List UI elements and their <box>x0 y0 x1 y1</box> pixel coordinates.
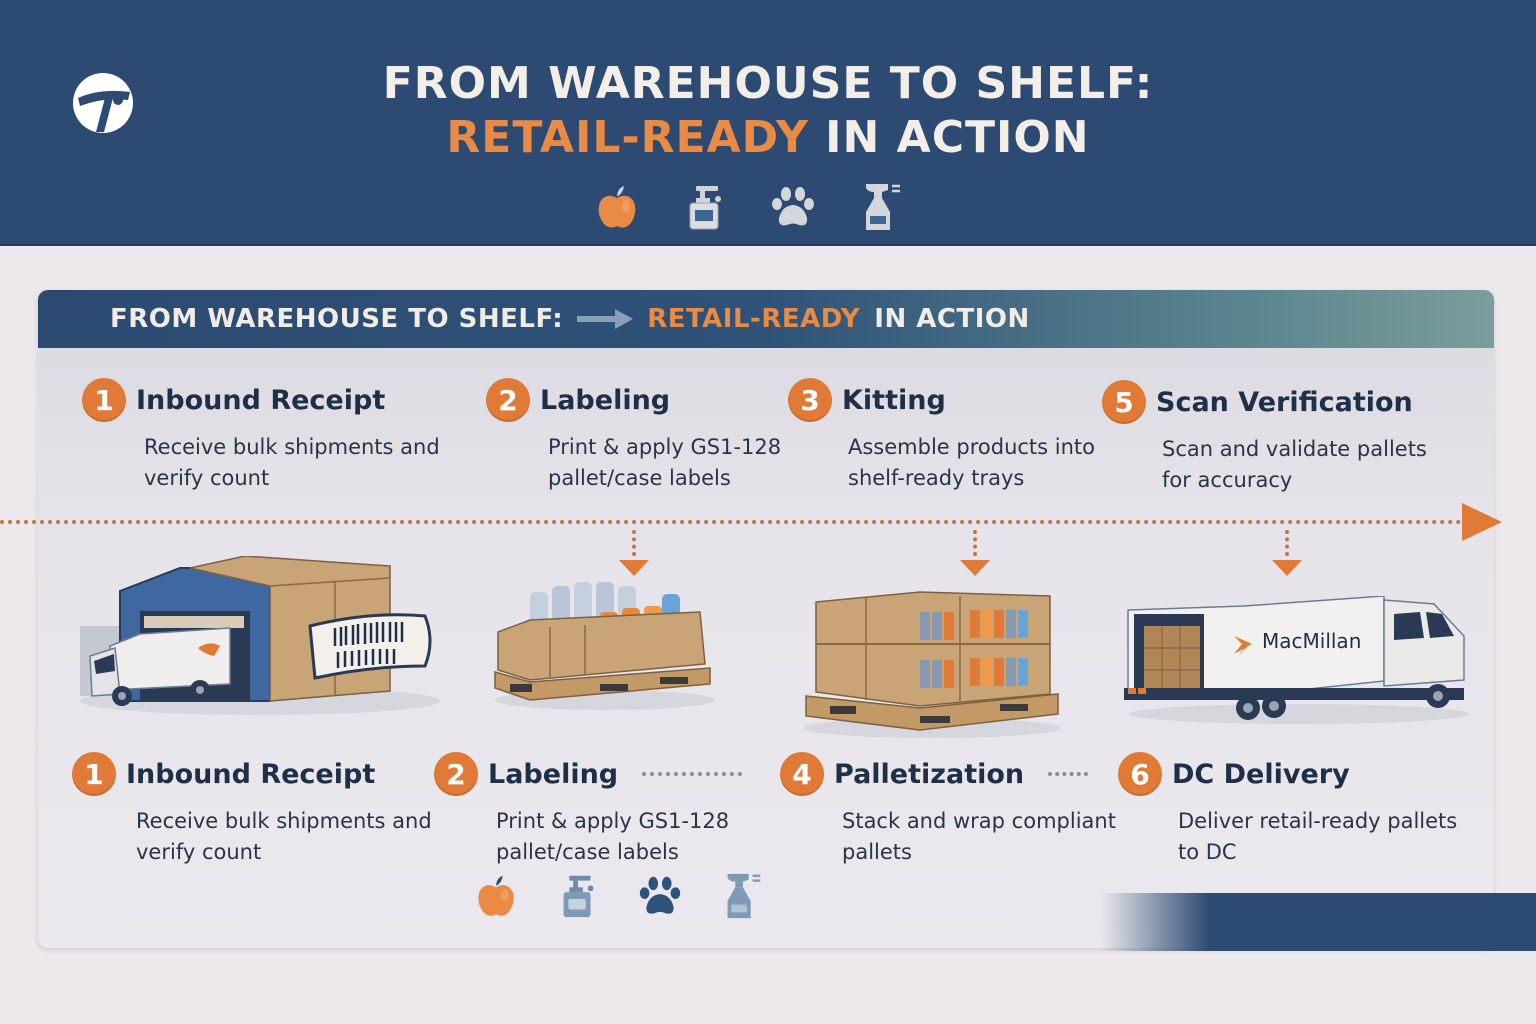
bottom-step-dc-delivery: 6 DC Delivery Deliver retail-ready pallet… <box>1118 752 1457 868</box>
step-description: Scan and validate pallets for accuracy <box>1162 437 1427 492</box>
top-step-inbound-receipt: 1 Inbound Receipt Receive bulk shipments … <box>82 378 440 494</box>
pump-bottle-icon <box>563 875 594 918</box>
apple-icon <box>598 186 636 228</box>
bottom-step-inbound-receipt: 1 Inbound Receipt Receive bulk shipments … <box>72 752 432 868</box>
connector-dots <box>1048 772 1089 776</box>
apple-icon <box>478 875 514 916</box>
top-step-labeling: 2 Labeling Print & apply GS1-128 pallet/c… <box>486 378 806 494</box>
panel-header-title: FROM WAREHOUSE TO SHELF: RETAIL-READY IN… <box>110 304 1030 334</box>
down-arrow-icon <box>1270 530 1304 582</box>
panel-header-highlight: RETAIL-READY <box>647 304 861 334</box>
right-arrow-icon <box>577 309 634 329</box>
step-number-badge: 6 <box>1118 752 1162 796</box>
step-description: Print & apply GS1-128 pallet/case labels <box>548 435 782 490</box>
warehouse-receiving-illustration <box>80 556 440 715</box>
step-number-badge: 4 <box>780 752 824 796</box>
banner-title-rest: IN ACTION <box>808 112 1090 163</box>
banner-title-line1: FROM WAREHOUSE TO SHELF: <box>382 58 1154 109</box>
step-number-badge: 2 <box>486 378 530 422</box>
down-arrow-icon <box>958 530 992 582</box>
step-description: Deliver retail-ready pallets to DC <box>1178 809 1458 864</box>
bottom-step-labeling: 2 Labeling Print & apply GS1-128 pallet/c… <box>434 752 774 868</box>
step-description: Receive bulk shipments and verify count <box>144 435 440 490</box>
panel-header: FROM WAREHOUSE TO SHELF: RETAIL-READY IN… <box>38 290 1494 348</box>
company-logo-icon <box>73 73 133 133</box>
labeled-bottles-pallet-illustration <box>494 582 715 710</box>
delivery-truck-illustration: MacMillan <box>1124 596 1469 724</box>
down-arrow-icon <box>617 530 651 582</box>
step-title: Inbound Receipt <box>126 758 376 790</box>
step-title: DC Delivery <box>1172 758 1350 790</box>
step-title: Scan Verification <box>1156 386 1413 418</box>
bottom-category-icons <box>470 870 768 922</box>
banner-category-icons <box>590 180 908 234</box>
step-number-badge: 1 <box>82 378 126 422</box>
timeline-dotted-line <box>0 520 1470 524</box>
spray-bottle-icon <box>866 184 900 230</box>
step-title: Inbound Receipt <box>136 384 386 416</box>
palletized-cases-illustration <box>804 591 1060 738</box>
footer-accent-band <box>1100 893 1536 951</box>
truck-brand-label: MacMillan <box>1262 629 1361 653</box>
banner-title-highlight: RETAIL-READY <box>446 112 809 163</box>
connector-dots <box>642 772 743 776</box>
step-number-badge: 2 <box>434 752 478 796</box>
step-title: Kitting <box>842 384 946 416</box>
top-step-scan-verification: 5 Scan Verification Scan and validate pal… <box>1102 380 1427 496</box>
step-number-badge: 3 <box>788 378 832 422</box>
paw-icon <box>772 187 814 226</box>
timeline-arrow-icon <box>1462 503 1502 541</box>
pump-bottle-icon <box>689 186 721 230</box>
step-title: Labeling <box>540 384 671 416</box>
paw-icon <box>639 876 681 914</box>
step-description: Receive bulk shipments and verify count <box>136 809 432 864</box>
panel-header-part1: FROM WAREHOUSE TO SHELF: <box>110 304 564 334</box>
spray-bottle-icon <box>727 873 761 919</box>
step-description: Print & apply GS1-128 pallet/case labels <box>496 809 730 864</box>
step-number-badge: 1 <box>72 752 116 796</box>
step-title: Labeling <box>488 758 619 790</box>
header-banner: FROM WAREHOUSE TO SHELF: RETAIL-READY IN… <box>0 0 1536 246</box>
step-description: Stack and wrap compliant pallets <box>842 809 1116 864</box>
step-description: Assemble products into shelf-ready trays <box>848 435 1095 490</box>
panel-header-part2: IN ACTION <box>874 304 1030 334</box>
step-number-badge: 5 <box>1102 380 1146 424</box>
top-step-kitting: 3 Kitting Assemble products into shelf-re… <box>788 378 1108 494</box>
step-title: Palletization <box>834 758 1025 790</box>
banner-title-line2: RETAIL-READY IN ACTION <box>0 112 1536 163</box>
bottom-step-palletization: 4 Palletization Stack and wrap compliant … <box>780 752 1120 868</box>
